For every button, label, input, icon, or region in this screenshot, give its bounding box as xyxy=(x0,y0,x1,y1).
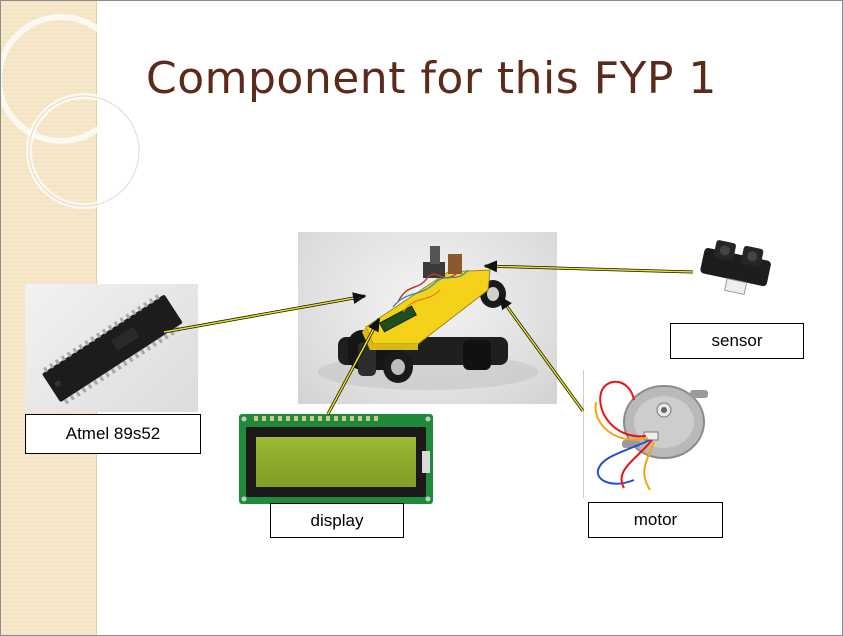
decorative-circles xyxy=(1,14,142,209)
dip-chip-photo xyxy=(25,284,198,412)
display-label: display xyxy=(270,503,404,538)
microcontroller-label: Atmel 89s52 xyxy=(25,414,201,454)
stepper-motor-photo xyxy=(583,370,722,498)
robot-car-photo xyxy=(298,232,557,404)
lcd-module-photo xyxy=(236,411,436,507)
motor-label: motor xyxy=(588,502,723,538)
slide-title: Component for this FYP 1 xyxy=(146,53,717,104)
distance-sensor-photo xyxy=(693,232,777,308)
sensor-label: sensor xyxy=(670,323,804,359)
